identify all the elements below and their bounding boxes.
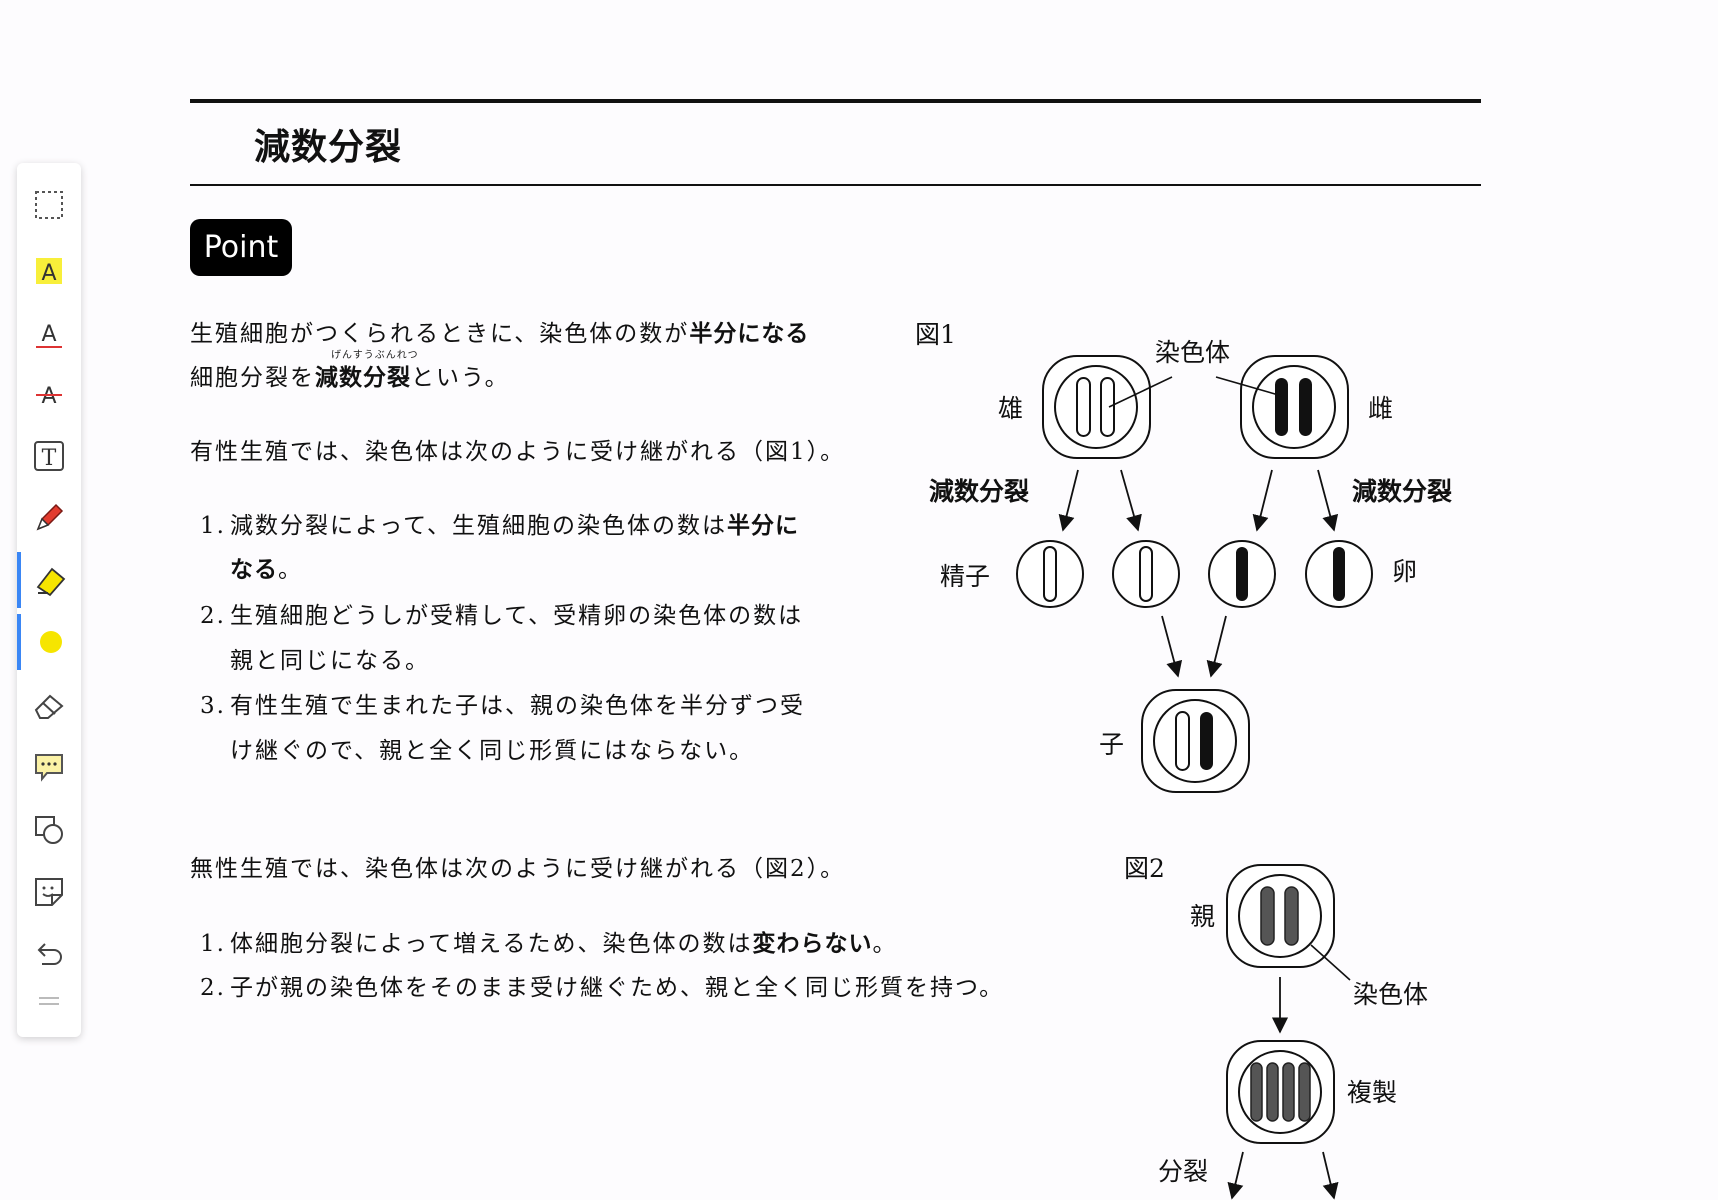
toolbar-drag-handle[interactable] — [17, 981, 81, 1021]
svg-text:A: A — [41, 384, 56, 409]
marquee-select-tool[interactable] — [17, 177, 81, 233]
fig1-female-label: 雌 — [1368, 394, 1393, 423]
highlighter-tool[interactable] — [17, 552, 81, 608]
sexual-item-2-line1: 2.生殖細胞どうしが受精して、受精卵の染色体の数は — [200, 603, 804, 629]
intro-line-2: 細胞分裂を減数分裂という。 — [190, 365, 510, 391]
text-box-icon: T — [34, 441, 64, 471]
fig1-sperm-2 — [1112, 540, 1180, 608]
highlighter-icon — [36, 567, 66, 597]
fig2-chromosome-label: 染色体 — [1353, 980, 1428, 1009]
sexual-lead: 有性生殖では、染色体は次のように受け継がれる（図1）。 — [190, 439, 846, 465]
fig2-parent-label: 親 — [1190, 902, 1215, 931]
asexual-item-2: 2.子が親の染色体をそのまま受け継ぐため、親と全く同じ形質を持つ。 — [200, 975, 1005, 1001]
sexual-item-3-line1: 3.有性生殖で生まれた子は、親の染色体を半分ずつ受 — [200, 693, 805, 719]
color-picker[interactable] — [17, 614, 81, 670]
fig1-egg-label: 卵 — [1392, 557, 1417, 586]
ruby-gensubunretsu: げんすうぶんれつ — [331, 350, 419, 361]
eraser-tool[interactable] — [17, 677, 81, 733]
svg-text:T: T — [42, 446, 57, 471]
fig1-male-cell — [1042, 355, 1151, 459]
strikethrough-text-icon: A — [36, 384, 62, 409]
underline-text-icon: A — [36, 322, 62, 348]
underline-text-tool[interactable]: A — [17, 306, 81, 362]
page-title: 減数分裂 — [254, 127, 403, 168]
svg-text:A: A — [41, 261, 56, 286]
fig2-replicated-cell — [1226, 1040, 1335, 1144]
highlight-text-tool[interactable]: A — [17, 243, 81, 299]
fig1-egg-1 — [1208, 540, 1276, 608]
sexual-item-2-line2: 親と同じになる。 — [230, 648, 430, 674]
sticker-tool[interactable] — [17, 864, 81, 920]
fig1-meiosis-left: 減数分裂 — [929, 477, 1029, 506]
highlight-text-icon: A — [36, 258, 62, 286]
fig1-meiosis-right: 減数分裂 — [1352, 477, 1452, 506]
eraser-icon — [34, 694, 64, 719]
annotation-toolbar: A A A T — [17, 163, 81, 1037]
fig2-label: 図2 — [1124, 854, 1165, 883]
fig2-division-label: 分裂 — [1158, 1157, 1208, 1186]
comment-tool[interactable] — [17, 739, 81, 795]
shapes-tool[interactable] — [17, 802, 81, 858]
intro-line-1: 生殖細胞がつくられるときに、染色体の数が半分になる — [190, 321, 810, 347]
point-badge: Point — [190, 219, 292, 276]
color-swatch-icon — [40, 631, 62, 653]
fig1-sperm-label: 精子 — [940, 562, 990, 591]
pen-tool[interactable] — [17, 490, 81, 546]
svg-text:A: A — [41, 322, 56, 347]
fig2-parent-cell — [1226, 864, 1335, 968]
fig1-male-label: 雄 — [998, 394, 1023, 423]
asexual-item-1: 1.体細胞分裂によって増えるため、染色体の数は変わらない。 — [200, 931, 898, 957]
title-rule-top — [190, 99, 1481, 103]
sexual-item-1-line1: 1.減数分裂によって、生殖細胞の染色体の数は半分に — [200, 513, 800, 539]
undo-icon — [37, 943, 62, 965]
fig1-female-cell — [1240, 355, 1349, 459]
fig1-egg-2 — [1305, 540, 1373, 608]
undo-button[interactable] — [17, 927, 81, 983]
sexual-item-1-line2: なる。 — [230, 557, 303, 583]
pen-icon — [36, 503, 64, 531]
sticker-icon — [35, 878, 63, 906]
marquee-select-icon — [35, 191, 63, 219]
fig1-sperm-1 — [1016, 540, 1084, 608]
fig1-chromosome-label: 染色体 — [1155, 338, 1230, 367]
drag-handle-icon — [39, 997, 59, 1005]
comment-icon — [35, 754, 63, 782]
fig2-replication-label: 複製 — [1347, 1078, 1397, 1107]
text-box-tool[interactable]: T — [17, 428, 81, 484]
asexual-lead: 無性生殖では、染色体は次のように受け継がれる（図2）。 — [190, 856, 846, 882]
shapes-icon — [35, 816, 63, 844]
sexual-item-3-line2: け継ぐので、親と全く同じ形質にはならない。 — [230, 738, 755, 764]
fig1-child-cell — [1141, 689, 1250, 793]
fig1-child-label: 子 — [1099, 730, 1124, 759]
title-rule-bottom — [190, 184, 1481, 186]
fig1-label: 図1 — [915, 320, 956, 349]
strikethrough-text-tool[interactable]: A — [17, 366, 81, 422]
